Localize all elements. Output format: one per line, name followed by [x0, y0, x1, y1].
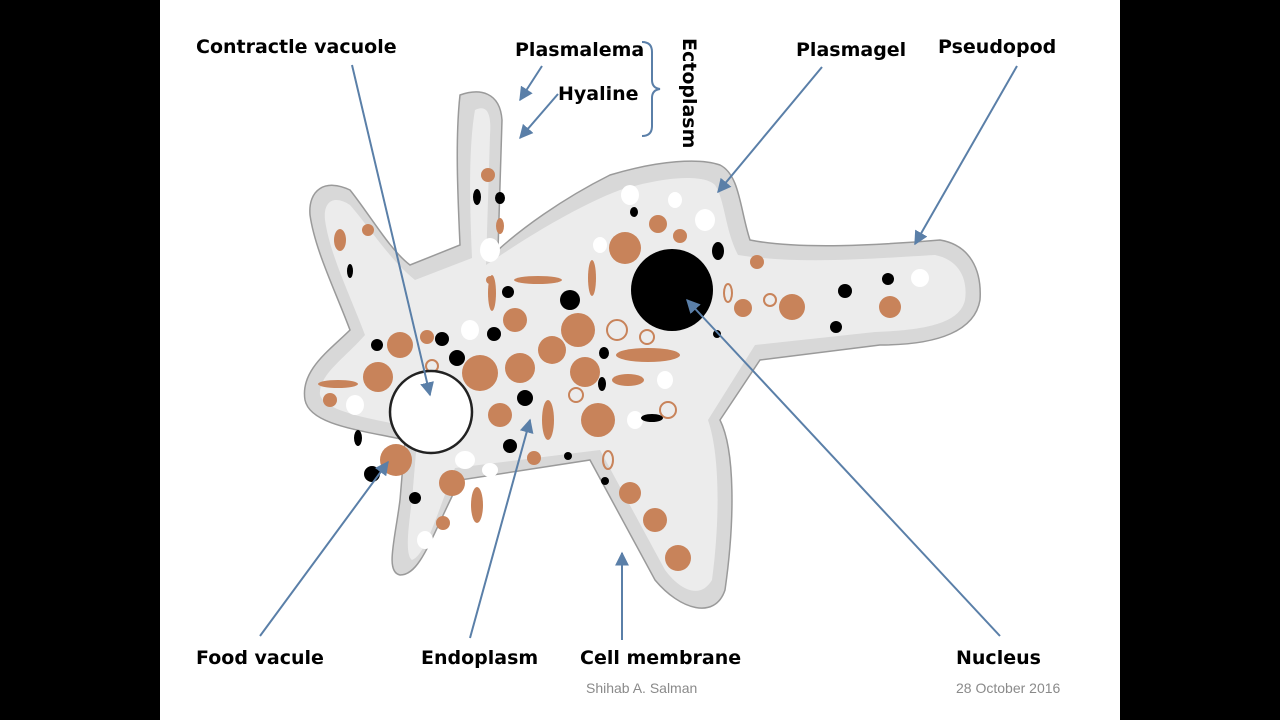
nucleus-shape — [631, 249, 713, 331]
label-nucleus: Nucleus — [956, 647, 1041, 669]
label-cell-membrane: Cell membrane — [580, 647, 742, 669]
arrow-nucleus — [686, 298, 1001, 637]
arrow-plasmagel — [717, 66, 823, 194]
footer-date: 28 October 2016 — [956, 680, 1061, 696]
label-arrows — [259, 64, 1018, 640]
label-endoplasm: Endoplasm — [421, 647, 539, 669]
food-granules — [318, 168, 901, 571]
arrow-pseudopod — [914, 65, 1018, 246]
ectoplasm-bracket — [641, 41, 661, 137]
label-contractile-vacuole: Contractle vacuole — [196, 36, 397, 58]
amoeba-diagram — [259, 41, 1018, 640]
arrow-plasmalema — [519, 65, 543, 102]
arrow-endoplasm — [469, 418, 534, 639]
contractile-vacuole-shape — [388, 369, 474, 455]
label-ectoplasm: Ectoplasm — [678, 38, 700, 149]
footer-author: Shihab A. Salman — [586, 680, 698, 696]
label-pseudopod: Pseudopod — [938, 36, 1057, 58]
black-granules — [347, 189, 894, 504]
label-hyaline: Hyaline — [558, 83, 639, 105]
slide: Contractle vacuole Plasmalema Hyaline Ec… — [160, 0, 1120, 720]
label-ectoplasm-wrap: Ectoplasm — [676, 38, 700, 148]
ring-granules — [425, 283, 777, 470]
label-food-vacuole: Food vacule — [196, 647, 324, 669]
arrow-food-vacuole — [259, 460, 389, 637]
label-plasmagel: Plasmagel — [796, 39, 907, 61]
arrow-contractile-vacuole — [351, 64, 434, 397]
arrow-hyaline — [519, 93, 559, 140]
label-plasmalema: Plasmalema — [515, 39, 645, 61]
